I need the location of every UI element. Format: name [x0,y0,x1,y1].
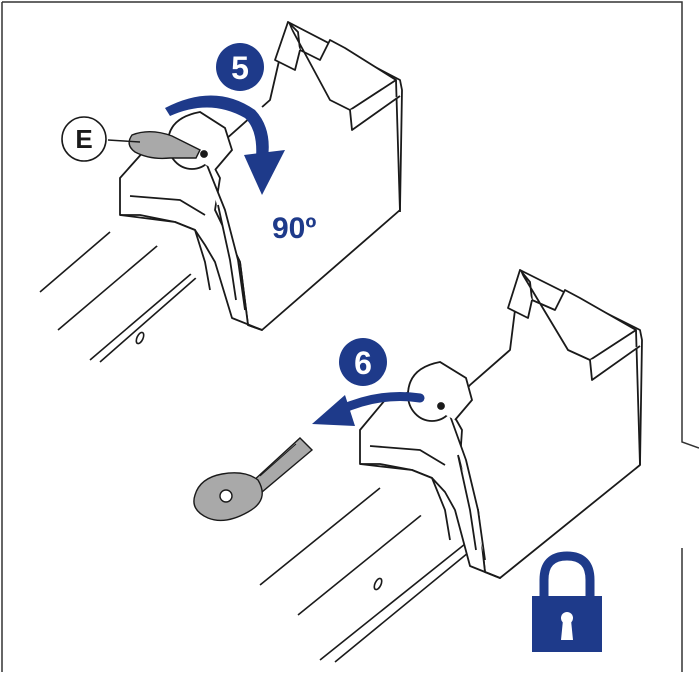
top-clamp-body [119,21,403,331]
removal-arrow-icon [312,392,425,426]
top-rail [39,231,206,363]
step-5-number: 5 [231,50,249,86]
inserted-key-icon [128,131,201,160]
step-5-badge: 5 [216,43,264,91]
step-6-badge: 6 [339,338,387,386]
key-callout: E [61,116,141,162]
removed-key-icon [193,437,314,522]
padlock-icon [532,551,602,652]
step-6-number: 6 [354,345,372,381]
bottom-rail [259,487,475,663]
rotation-arrow-icon [161,87,285,195]
key-callout-label: E [75,124,92,154]
rotation-angle-label: 90º [272,212,316,245]
bottom-lock-cylinder [407,361,473,422]
bottom-clamp-body [359,269,643,579]
